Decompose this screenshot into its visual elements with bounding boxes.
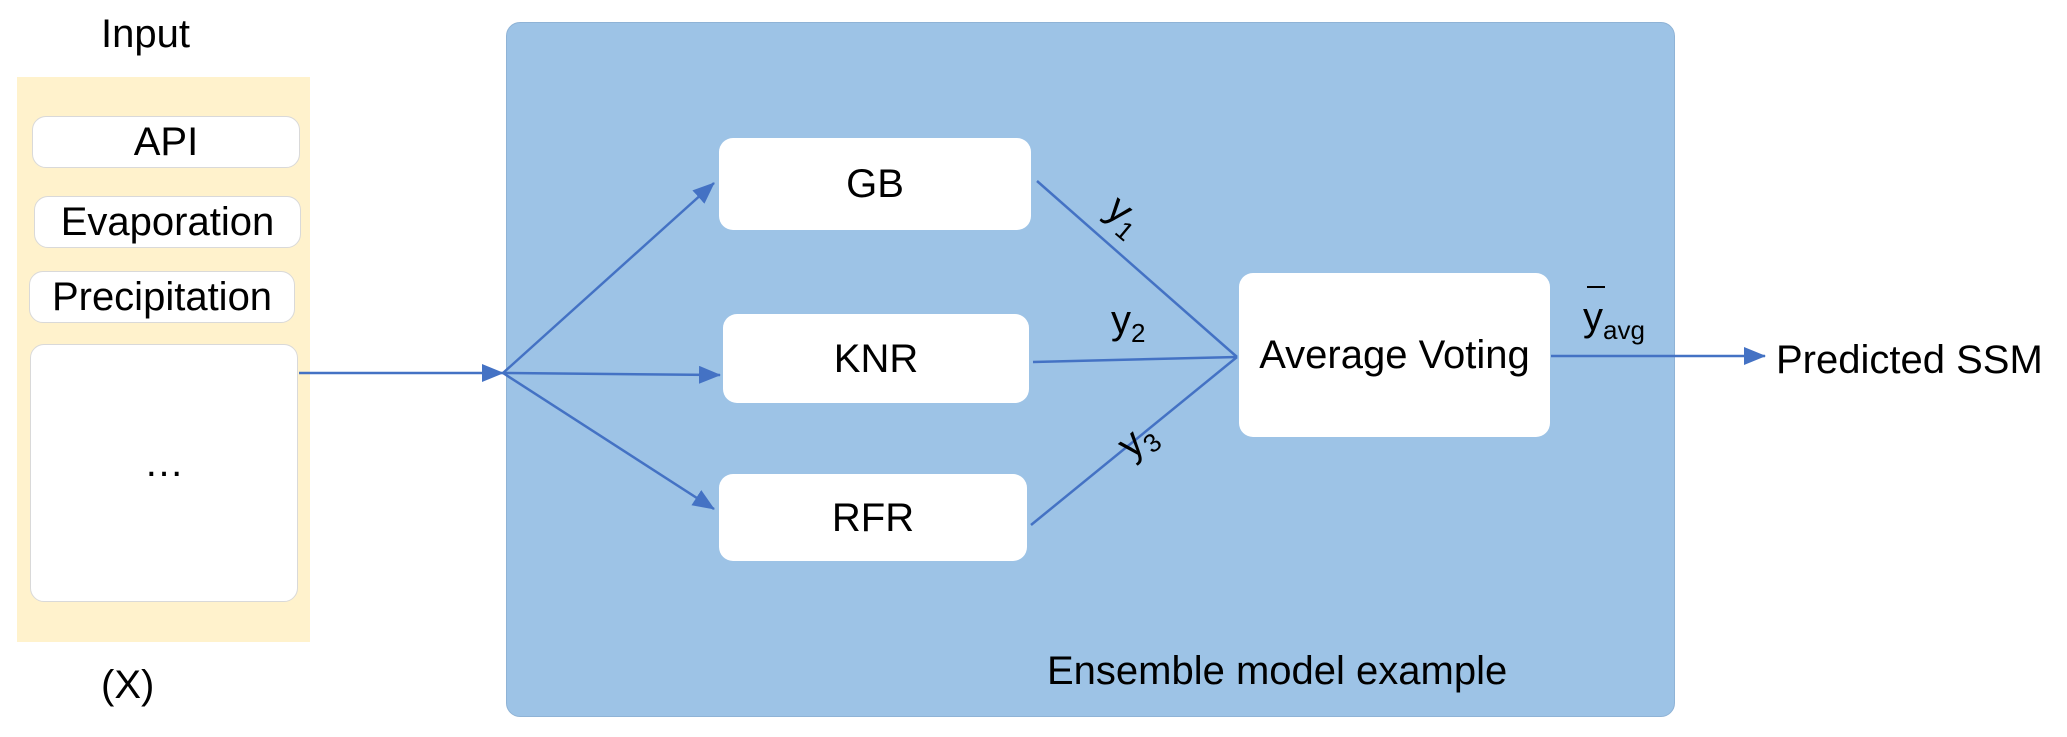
split-to-knr-arrow [502,365,721,384]
input-variable-label: (X) [101,663,155,707]
model-label-knr: KNR [833,336,919,381]
model-box-rfr: RFR [719,474,1027,561]
y-avg-label: yavg [1583,297,1645,343]
ensemble-caption: Ensemble model example [1047,649,1508,693]
feature-evaporation: Evaporation [34,196,301,248]
model-box-knr: KNR [723,314,1029,403]
split-to-gb-arrow [502,182,715,374]
feature-api: API [32,116,300,168]
model-label-rfr: RFR [831,495,915,540]
average-voting-label: Average Voting [1259,333,1530,377]
ellipsis-text: … [144,441,184,485]
input-title: Input [101,12,190,56]
average-voting-box: Average Voting [1239,273,1550,437]
y-avg-base: y [1583,295,1603,339]
feature-more: … [30,344,298,602]
knr-to-voting-line [1032,355,1238,364]
feature-precipitation: Precipitation [29,271,295,323]
y2-label: y2 [1111,300,1145,346]
y-avg-sub: avg [1603,315,1645,345]
gb-to-voting-line [1036,180,1238,358]
rfr-to-voting-line [1030,356,1238,526]
model-label-gb: GB [846,162,904,206]
split-to-rfr-arrow [502,371,715,511]
y2-base: y [1111,298,1131,342]
predicted-ssm-label: Predicted SSM [1776,338,2043,382]
y2-sub: 2 [1131,318,1146,348]
model-box-gb: GB [719,138,1031,230]
